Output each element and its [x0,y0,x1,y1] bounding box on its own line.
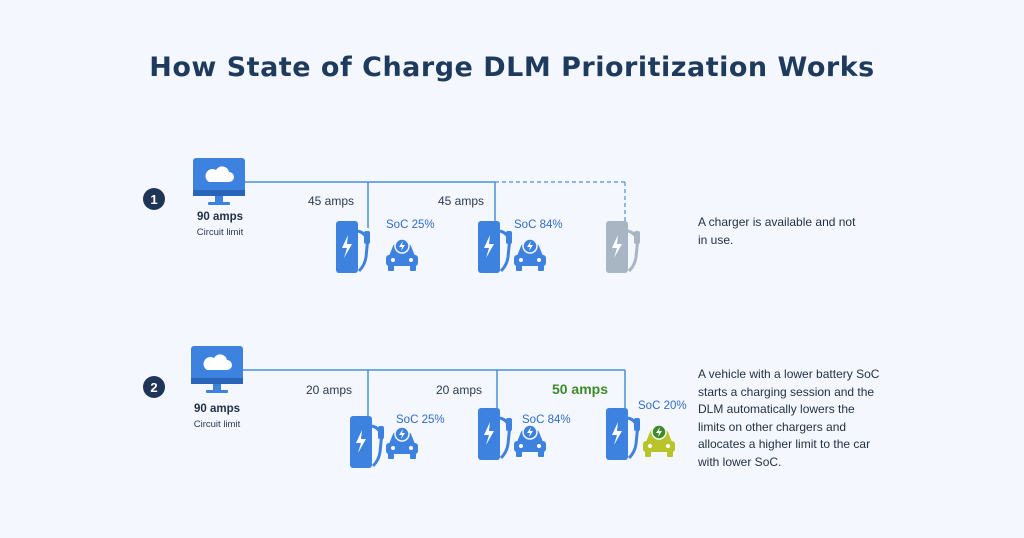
electric-car-icon [386,426,418,459]
ev-charger-icon [606,408,640,460]
electric-car-low-soc-icon [643,424,675,457]
ev-charger-icon [350,416,384,468]
step-2-badge: 2 [143,376,165,398]
electric-car-icon [514,238,546,271]
cloud-monitor-icon [191,346,243,393]
step-2-limit-value: 90 amps [193,403,241,415]
electric-car-icon [514,424,546,457]
step-1-charger-a-soc: SoC 25% [386,219,435,231]
ev-charger-idle-icon [606,221,640,273]
step-1-badge: 1 [143,188,165,210]
page-title: How State of Charge DLM Prioritization W… [149,52,875,83]
step-1-limit-label: Circuit limit [196,227,244,238]
step-2-branch-b-amps: 20 amps [435,383,483,397]
step-1-branch-b-amps: 45 amps [437,194,485,208]
step-2-description: A vehicle with a lower battery SoC start… [698,367,880,469]
step-1-branch-a-amps: 45 amps [307,194,355,208]
step-2-charger-c-soc: SoC 20% [638,400,687,412]
step-2-branch-c-amps: 50 amps [551,381,609,397]
step1-wiring [243,181,626,228]
ev-charger-icon [478,408,512,460]
step-1-limit-value: 90 amps [196,211,244,223]
step-2-limit-label: Circuit limit [193,419,241,430]
ev-charger-icon [336,221,370,273]
step-1-description: A charger is available and not in use. [698,215,856,247]
step-2-charger-b-soc: SoC 84% [522,414,571,426]
electric-car-icon [386,238,418,271]
cloud-monitor-icon [193,158,245,205]
step-2-branch-a-amps: 20 amps [305,383,353,397]
step-2-charger-a-soc: SoC 25% [396,414,445,426]
step-1-charger-b-soc: SoC 84% [514,219,563,231]
ev-charger-icon [478,221,512,273]
